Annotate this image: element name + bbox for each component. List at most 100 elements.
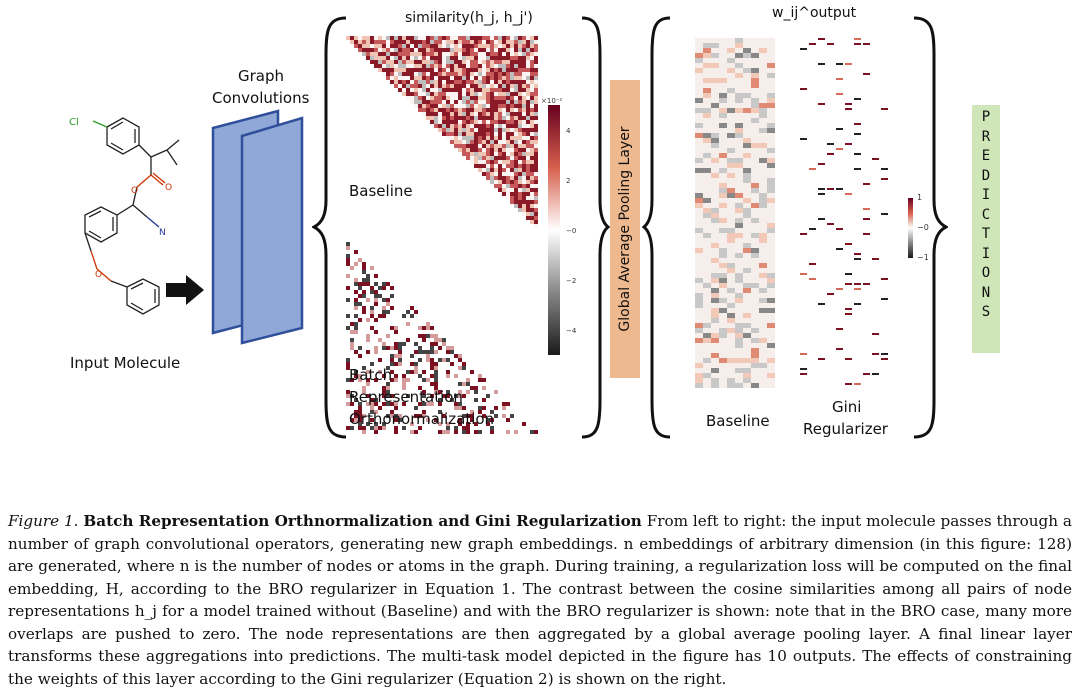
weight-cell [735,128,743,133]
heatmap-cell [434,378,438,382]
weight-cell [711,168,719,173]
heatmap-cell [466,68,470,72]
weight-cell [854,283,861,285]
weight-cell [767,333,775,338]
weight-cell [751,323,759,328]
heatmap-cell [518,68,522,72]
heatmap-cell [394,52,398,56]
weight-cell [703,383,711,388]
heatmap-cell [426,36,430,40]
weight-cell [735,323,743,328]
weight-cell [743,78,751,83]
weight-cell [735,178,743,183]
heatmap-cell [530,144,534,148]
weight-cell [727,258,735,263]
heatmap-cell [494,100,498,104]
weight-cell [719,233,727,238]
heatmap-cell [506,100,510,104]
weight-cell [719,193,727,198]
heatmap-cell [378,48,382,52]
colorbar-exponent: ×10⁻² [541,97,563,105]
weight-cell [727,238,735,243]
weight-cell [743,43,751,48]
heatmap-cell [446,370,450,374]
weight-cell [727,43,735,48]
atom-o-ester: O [131,186,138,196]
weight-cell [703,148,711,153]
weight-cell [695,53,703,58]
heatmap-cell [462,414,466,418]
weight-cell [743,168,751,173]
figure-caption: Figure 1. Batch Representation Orthnorma… [8,510,1072,690]
weights-colorbar [908,198,913,258]
heatmap-cell [474,120,478,124]
weight-cell [827,188,834,190]
heatmap-cell [382,422,386,426]
predictions-letter: N [981,284,991,301]
heatmap-cell [510,88,514,92]
weight-cell [800,273,807,275]
heatmap-cell [418,402,422,406]
heatmap-cell [426,418,430,422]
heatmap-cell [506,88,510,92]
heatmap-cell [430,52,434,56]
heatmap-cell [386,40,390,44]
heatmap-cell [398,88,402,92]
heatmap-cell [462,96,466,100]
heatmap-cell [474,152,478,156]
heatmap-cell [406,338,410,342]
heatmap-cell [482,48,486,52]
heatmap-cell [430,40,434,44]
heatmap-cell [450,124,454,128]
weight-cell [703,378,711,383]
heatmap-cell [402,378,406,382]
heatmap-cell [386,68,390,72]
heatmap-cell [466,44,470,48]
heatmap-cell [494,156,498,160]
heatmap-cell [390,402,394,406]
heatmap-cell [462,108,466,112]
weight-cell [767,63,775,68]
weight-cell [719,363,727,368]
weight-cell [735,153,743,158]
heatmap-cell [494,136,498,140]
heatmap-cell [486,48,490,52]
heatmap-cell [430,374,434,378]
heatmap-cell [478,56,482,60]
heatmap-cell [530,152,534,156]
heatmap-cell [498,88,502,92]
weight-cell [711,338,719,343]
weight-cell [767,208,775,213]
heatmap-cell [434,370,438,374]
heatmap-cell [426,326,430,330]
predictions-label: P R E D I C T I O N S [972,108,1000,323]
weight-cell [767,148,775,153]
weight-cell [767,178,775,183]
weight-cell [751,148,759,153]
weight-cell [836,328,843,330]
heatmap-cell [390,72,394,76]
heatmap-cell [430,112,434,116]
heatmap-cell [482,100,486,104]
heatmap-cell [438,430,442,434]
weight-cell [854,288,861,290]
weight-cell [719,73,727,78]
heatmap-cell [450,112,454,116]
heatmap-cell [430,358,434,362]
heatmap-cell [458,390,462,394]
weight-cell [759,83,767,88]
colorbar-tick-4: −2 [566,277,577,285]
weight-cell [695,343,703,348]
heatmap-cell [418,358,422,362]
heatmap-cell [394,418,398,422]
heatmap-cell [526,56,530,60]
heatmap-cell [474,156,478,160]
weight-cell [703,303,711,308]
heatmap-cell [454,402,458,406]
weight-cell [759,58,767,63]
weight-cell [767,323,775,328]
heatmap-cell [510,64,514,68]
heatmap-cell [498,148,502,152]
weight-cell [703,328,711,333]
heatmap-cell [474,140,478,144]
